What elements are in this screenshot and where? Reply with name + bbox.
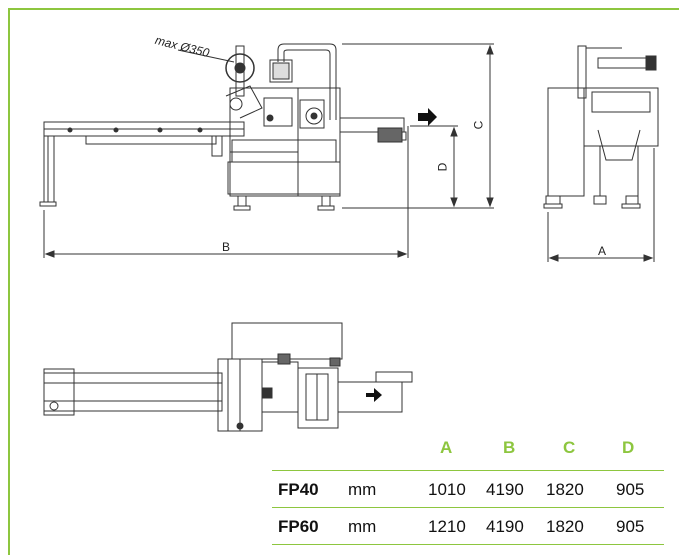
table-row: FP40 mm 1010 4190 1820 905 <box>272 471 664 508</box>
dimension-d <box>410 125 458 208</box>
col-header-c: C <box>563 438 576 457</box>
frame-left-border <box>8 8 10 555</box>
value-a: 1010 <box>428 480 466 499</box>
value-d: 905 <box>616 517 645 536</box>
col-header-a: A <box>440 438 453 457</box>
top-view-direction-arrow <box>366 388 382 402</box>
dimension-a <box>547 148 655 262</box>
unit-label: mm <box>348 517 377 536</box>
dimension-b <box>43 126 409 258</box>
model-name: FP60 <box>278 517 319 536</box>
dimension-c <box>342 43 494 209</box>
col-header-b: B <box>503 438 516 457</box>
top-view-machine <box>43 322 413 432</box>
machine-body <box>225 43 341 211</box>
frame-top-border <box>8 8 679 10</box>
dimension-c-label: C <box>471 120 486 130</box>
value-c: 1820 <box>546 480 584 499</box>
value-b: 4190 <box>486 517 524 536</box>
value-b: 4190 <box>486 480 524 499</box>
value-a: 1210 <box>428 517 466 536</box>
dimension-a-label: A <box>598 244 607 258</box>
reel-leader-line <box>177 49 235 63</box>
end-view-machine <box>543 45 659 209</box>
dimension-b-label: B <box>222 240 231 254</box>
dimension-d-label: D <box>435 162 450 172</box>
value-d: 905 <box>616 480 645 499</box>
model-name: FP40 <box>278 480 319 499</box>
infeed-conveyor <box>39 121 245 207</box>
unit-label: mm <box>348 480 377 499</box>
outfeed-conveyor <box>339 117 407 143</box>
product-direction-arrow <box>418 108 437 126</box>
table-row: FP60 mm 1210 4190 1820 905 <box>272 508 664 545</box>
spec-table-header: A B C D <box>272 430 664 471</box>
col-header-d: D <box>622 438 635 457</box>
spec-table: A B C D FP40 mm 1010 4190 1820 905 FP60 … <box>272 430 664 545</box>
value-c: 1820 <box>546 517 584 536</box>
